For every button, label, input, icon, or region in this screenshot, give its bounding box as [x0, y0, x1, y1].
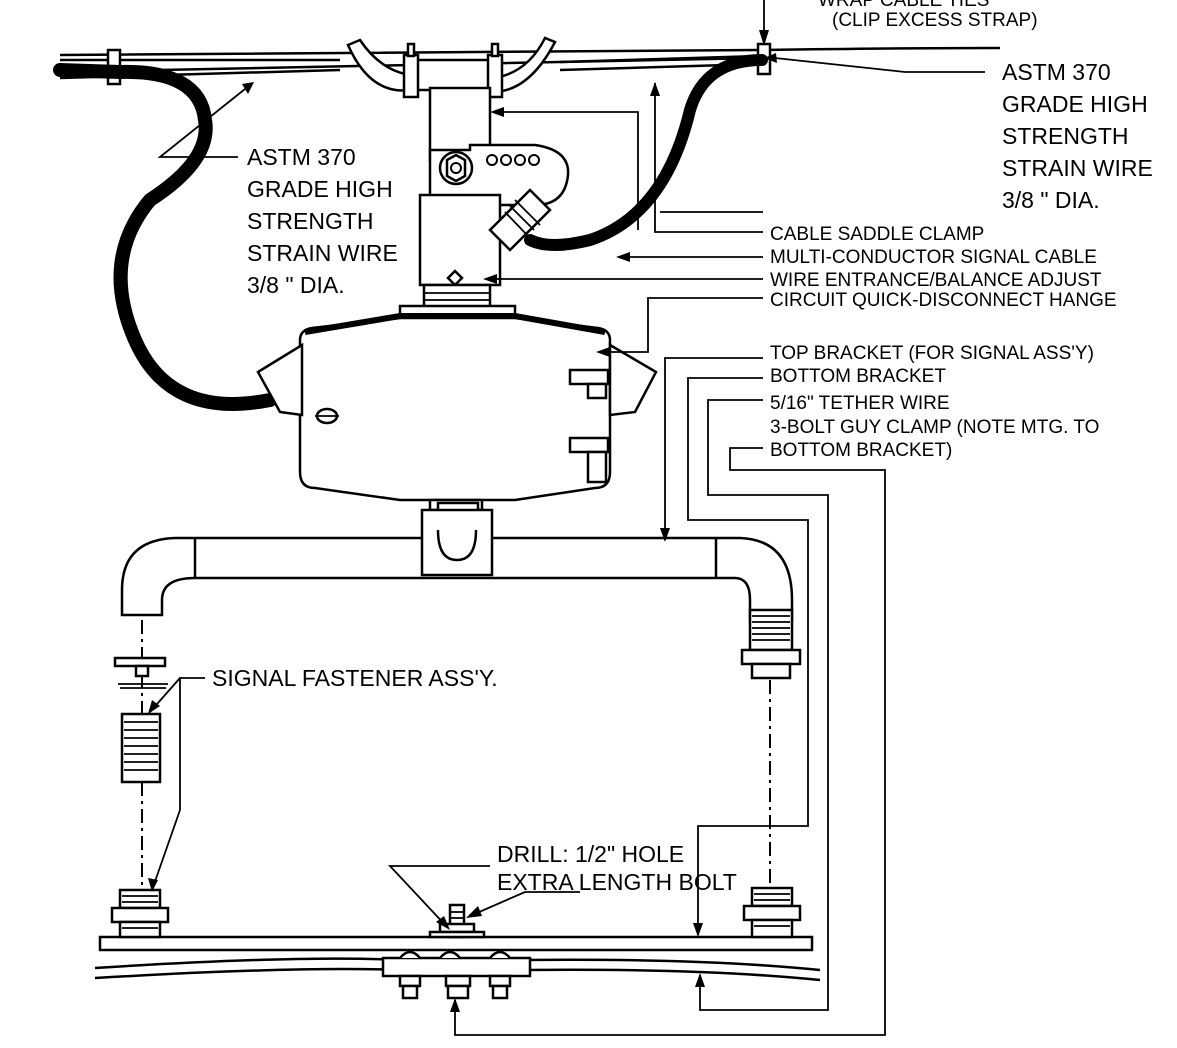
leader-lines: [148, 53, 985, 1036]
label-strain-wire-right-line1: ASTM 370: [1002, 59, 1111, 85]
extra-length-bolt: [428, 903, 486, 939]
label-bottom-bracket: BOTTOM BRACKET: [770, 366, 946, 387]
label-drill-hole: DRILL: 1/2" HOLE: [497, 841, 684, 867]
label-guy-clamp-line1: 3-BOLT GUY CLAMP (NOTE MTG. TO: [770, 417, 1099, 438]
fastener-thread: [124, 721, 158, 771]
bottom-bracket: [98, 886, 814, 952]
label-strain-wire-right: ASTM 370 GRADE HIGH STRENGTH STRAIN WIRE…: [1002, 59, 1153, 213]
pipe-thread-right: [740, 608, 802, 680]
label-strain-wire-left: ASTM 370 GRADE HIGH STRENGTH STRAIN WIRE…: [247, 144, 398, 298]
label-circuit-quick-disconnect-hange: CIRCUIT QUICK-DISCONNECT HANGE: [770, 290, 1117, 311]
label-strain-wire-left-line2: GRADE HIGH: [247, 176, 393, 202]
label-wrap-cable-ties-line1: WRAP CABLE TIES: [818, 0, 989, 11]
cable-tie-leader: [759, 0, 769, 46]
signal-housing: [256, 313, 658, 519]
label-wrap-cable-ties: WRAP CABLE TIES (CLIP EXCESS STRAP): [818, 0, 1038, 31]
wire-entrance-fitting: [504, 199, 541, 237]
adjustment-holes: [486, 154, 540, 166]
label-multi-conductor-signal-cable: MULTI-CONDUCTOR SIGNAL CABLE: [770, 247, 1097, 268]
three-bolt-guy-clamp: [381, 950, 532, 1000]
label-wrap-cable-ties-line2: (CLIP EXCESS STRAP): [832, 10, 1038, 31]
label-strain-wire-right-line2: GRADE HIGH: [1002, 91, 1148, 117]
housing-latches: [568, 368, 610, 484]
bottom-fastener-left: [110, 888, 170, 939]
label-strain-wire-right-line5: 3/8 " DIA.: [1002, 187, 1100, 213]
cable-saddle-clamp: [346, 36, 557, 99]
label-signal-fastener: SIGNAL FASTENER ASS'Y.: [212, 665, 498, 691]
label-tether-wire: 5/16" TETHER WIRE: [770, 393, 950, 414]
label-cable-saddle-clamp: CABLE SADDLE CLAMP: [770, 224, 984, 245]
signal-cable-left-loop: [53, 63, 277, 411]
label-strain-wire-left-line5: 3/8 " DIA.: [247, 272, 345, 298]
label-strain-wire-left-line3: STRENGTH: [247, 208, 374, 234]
housing-wing-nut: [315, 407, 339, 425]
signal-fastener-assembly: [113, 620, 168, 890]
label-strain-wire-left-line4: STRAIN WIRE: [247, 240, 398, 266]
label-strain-wire-left-line1: ASTM 370: [247, 144, 356, 170]
balance-adjust-hanger: [418, 86, 570, 287]
label-strain-wire-right-line3: STRENGTH: [1002, 123, 1129, 149]
bottom-fastener-right: [742, 886, 802, 939]
signal-cable-right-loop: [524, 54, 768, 251]
label-top-bracket: TOP BRACKET (FOR SIGNAL ASS'Y): [770, 343, 1094, 364]
label-guy-clamp-line2: BOTTOM BRACKET): [770, 440, 952, 461]
label-strain-wire-right-line4: STRAIN WIRE: [1002, 155, 1153, 181]
label-extra-length-bolt: EXTRA LENGTH BOLT: [497, 869, 737, 895]
label-wire-entrance-balance-adjust: WIRE ENTRANCE/BALANCE ADJUST: [770, 270, 1102, 291]
top-bracket-pipe: [120, 508, 802, 680]
